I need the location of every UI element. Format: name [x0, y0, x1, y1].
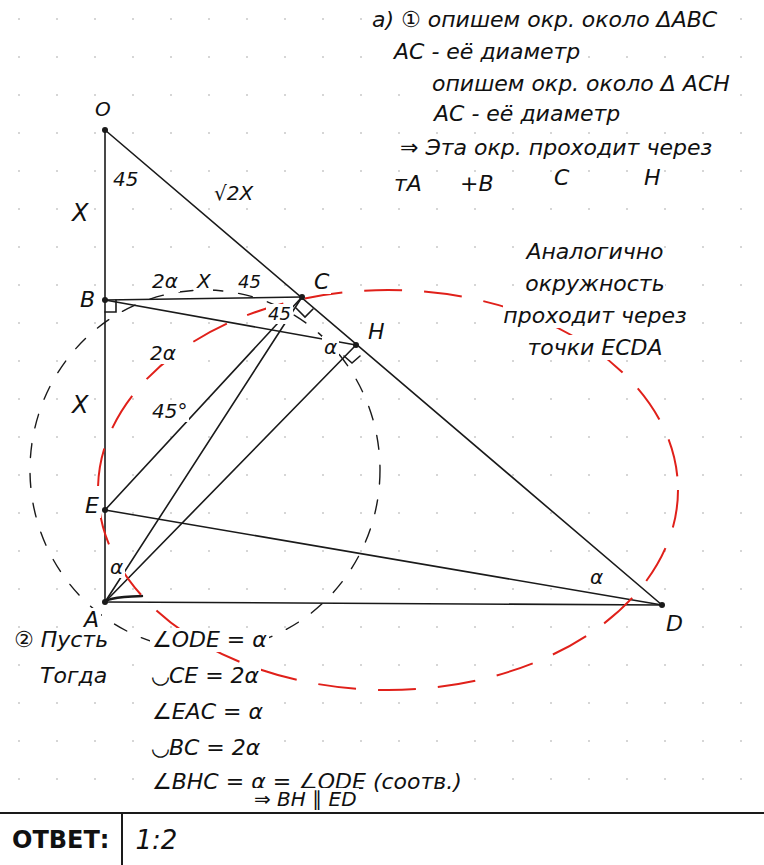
point: [102, 507, 108, 513]
note-text: ② Пусть: [12, 628, 110, 652]
note-text: AC - её диаметр: [392, 40, 582, 64]
figure-label: E: [83, 494, 101, 518]
point: [102, 297, 108, 303]
point: [299, 294, 305, 300]
note-text: ∠EAC = α: [150, 700, 265, 724]
figure-label: α: [108, 556, 125, 578]
figure-label: √2X: [212, 182, 255, 204]
note-text: +B: [458, 172, 496, 196]
note-text: H: [642, 166, 663, 190]
figure-label: 2α: [148, 342, 178, 364]
line-ec: [105, 297, 302, 510]
hand-tick: [108, 596, 142, 600]
figure-label: B: [78, 288, 97, 312]
note-text: ⇒ Эта окр. проходит через: [398, 136, 714, 160]
answer-heading: ОТВЕТ:: [0, 814, 123, 865]
note-text: Аналогично окружность проходит через точ…: [478, 236, 712, 364]
note-text: ◡CE = 2α: [150, 664, 261, 688]
note-text: ∠ODE = α: [150, 628, 269, 652]
figure-label: X: [70, 200, 90, 226]
line-ah: [105, 345, 356, 602]
note-text: Тогда: [38, 664, 109, 688]
figure-label: 2α: [150, 270, 180, 292]
line-bh: [105, 300, 356, 345]
note-text: а) ① опишем окр. около ΔABC: [370, 8, 719, 32]
note-text: C: [552, 166, 571, 190]
figure-label: 45°: [150, 400, 189, 422]
figure-label: α: [322, 336, 339, 358]
circle-abch: [30, 290, 380, 650]
point: [102, 127, 108, 133]
figure-label: D: [664, 612, 685, 636]
figure-label: O: [93, 98, 113, 120]
line-od: [105, 130, 662, 605]
line-ac: [105, 297, 302, 602]
figure-label: H: [366, 320, 387, 344]
note-text: AC - её диаметр: [432, 102, 622, 126]
note-text: ◡BC = 2α: [150, 736, 262, 760]
right-angle-mark: [344, 356, 360, 363]
figure-label: X: [70, 392, 90, 418]
line-bc: [105, 297, 302, 300]
right-angle-mark: [296, 308, 313, 317]
answer-value: 1:2: [123, 814, 189, 865]
note-text: тA: [392, 172, 424, 196]
figure-label: C: [312, 270, 331, 294]
note-text: опишем окр. около Δ ACH: [430, 72, 732, 96]
figure-label: 45: [111, 168, 140, 190]
answer-bar: ОТВЕТ:1:2: [0, 812, 764, 865]
point: [353, 342, 359, 348]
note-text: ⇒ BH ∥ ED: [252, 788, 359, 810]
point: [659, 602, 665, 608]
line-ad: [105, 602, 662, 605]
figure-label: 45: [266, 304, 293, 324]
figure-label: 45: [236, 272, 263, 292]
figure-label: α: [588, 566, 605, 588]
figure-label: X: [195, 270, 213, 292]
point: [102, 599, 108, 605]
line-ed: [105, 510, 662, 605]
